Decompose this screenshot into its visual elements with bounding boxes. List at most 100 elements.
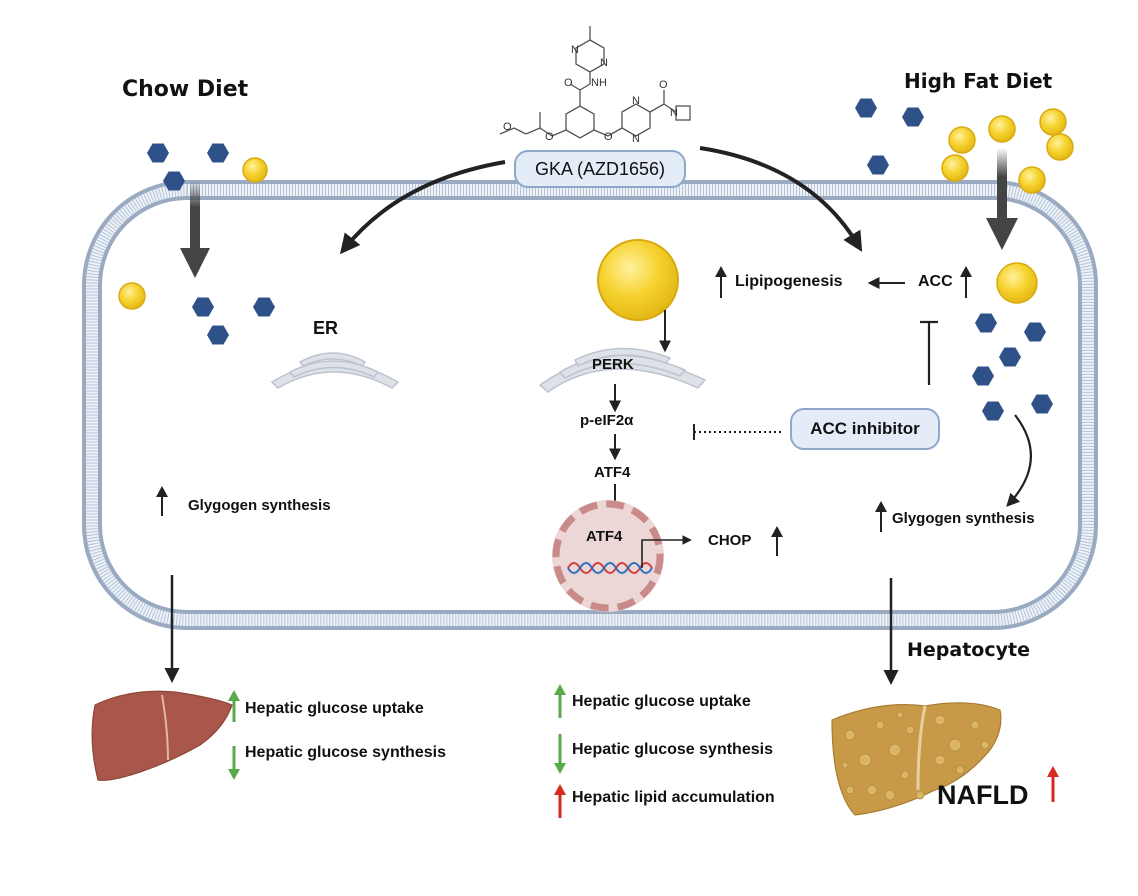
lipid-droplet-icon xyxy=(1018,166,1046,194)
hfd-synthesis-down-arrow-icon xyxy=(554,734,566,774)
glucose-hexagon-icon xyxy=(147,143,169,163)
svg-text:NH: NH xyxy=(591,77,607,89)
fat-vacuole-icon xyxy=(884,789,896,801)
healthy-liver-icon xyxy=(91,690,233,781)
fat-vacuole-icon xyxy=(858,753,872,767)
hfd-outcome-lipid: Hepatic lipid accumulation xyxy=(572,789,775,806)
dna-icon xyxy=(567,562,653,574)
svg-text:O: O xyxy=(545,131,554,143)
svg-text:N: N xyxy=(632,133,640,145)
fat-vacuole-icon xyxy=(888,743,902,757)
lipid-droplet-icon xyxy=(941,154,969,182)
glucose-hexagon-icon xyxy=(1031,394,1053,414)
chop-up-arrow-icon xyxy=(771,526,783,556)
chow-synthesis-down-arrow-icon xyxy=(228,746,240,780)
hfd-outcome-synthesis: Hepatic glucose synthesis xyxy=(572,741,773,758)
glucose-hexagon-icon xyxy=(855,98,877,118)
glucose-hexagon-icon xyxy=(867,155,889,175)
hfd-lipid-up-arrow-icon xyxy=(554,784,566,818)
lipogenesis-label: Lipipogenesis xyxy=(735,273,843,290)
er-label: ER xyxy=(313,318,339,338)
svg-text:O: O xyxy=(659,79,668,91)
fat-vacuole-icon xyxy=(934,754,946,766)
glucose-hexagon-icon xyxy=(972,366,994,386)
gka-to-er-arrow xyxy=(339,160,506,255)
atf4-cytosol-label: ATF4 xyxy=(594,464,631,481)
lipid-droplet-icon xyxy=(996,262,1038,304)
acc-inhibitor-text: ACC inhibitor xyxy=(810,419,920,438)
left-glycogen-up-arrow-icon xyxy=(156,486,168,516)
glucose-hexagon-icon xyxy=(999,347,1021,367)
perk-label: PERK xyxy=(592,356,634,373)
chow-synthesis-down-arrow-icon-head xyxy=(228,769,240,780)
fat-vacuole-icon xyxy=(934,714,946,726)
hfd-lipid-up-arrow-icon-head xyxy=(554,784,566,795)
nafld-up-arrow-icon-head xyxy=(1047,766,1059,777)
svg-text:O: O xyxy=(564,77,573,89)
fat-vacuole-icon xyxy=(896,711,904,719)
svg-text:N: N xyxy=(600,57,608,69)
lipid-droplet-icon xyxy=(118,282,146,310)
chow-outcome-uptake: Hepatic glucose uptake xyxy=(245,700,424,717)
lipid-droplet-icon xyxy=(988,115,1016,143)
chop-label: CHOP xyxy=(708,532,752,549)
acc-inhibitor-label[interactable]: ACC inhibitor xyxy=(790,408,940,450)
lipogenesis-up-arrow-icon xyxy=(715,266,727,298)
glucose-hexagon-icon xyxy=(163,171,185,191)
high-fat-diet-title: High Fat Diet xyxy=(904,69,1053,93)
lipid-droplet-icon xyxy=(1039,108,1067,136)
fat-vacuole-icon xyxy=(970,720,980,730)
fat-vacuole-icon xyxy=(905,725,915,735)
nucleus-icon xyxy=(552,500,664,612)
glucose-molecules xyxy=(147,98,1053,421)
nafld-up-arrow-icon xyxy=(1047,766,1059,802)
chow-uptake-up-arrow-icon xyxy=(228,690,240,722)
gka-structure-atoms: N N O NH O O N N O N O xyxy=(503,44,678,145)
glucose-hexagon-icon xyxy=(1024,322,1046,342)
inhibitor-to-acc-tbar xyxy=(920,320,938,385)
fat-vacuole-icon xyxy=(844,729,856,741)
svg-text:O: O xyxy=(604,131,613,143)
hfd-uptake-arrow xyxy=(986,148,1018,250)
fat-vacuole-icon xyxy=(875,720,885,730)
gka-chemical-structure xyxy=(499,26,691,139)
fat-vacuole-icon xyxy=(866,784,878,796)
fat-vacuole-icon xyxy=(980,740,990,750)
hfd-synthesis-down-arrow-icon-head xyxy=(554,763,566,774)
svg-text:N: N xyxy=(670,107,678,119)
fat-vacuole-icon xyxy=(955,765,965,775)
chow-uptake-up-arrow-icon-head xyxy=(228,690,240,701)
chow-outcome-synthesis: Hepatic glucose synthesis xyxy=(245,744,446,761)
glucose-hexagon-icon xyxy=(902,107,924,127)
atf4-nucleus-label: ATF4 xyxy=(586,528,623,545)
er-left-icon xyxy=(270,352,400,389)
chow-uptake-arrow xyxy=(180,180,210,278)
glucose-hexagon-icon xyxy=(982,401,1004,421)
atf4-to-chop-arrow xyxy=(641,535,692,568)
fat-vacuole-icon xyxy=(915,790,925,800)
fat-vacuoles xyxy=(841,711,990,801)
right-glycogen-up-arrow-icon-head xyxy=(875,501,887,512)
gka-drug-label[interactable]: GKA (AZD1656) xyxy=(514,150,686,188)
glucose-to-glycogen-arrow xyxy=(1006,414,1033,507)
hepatocyte-label: Hepatocyte xyxy=(907,639,1030,661)
acc-label: ACC xyxy=(918,273,953,290)
glucose-hexagon-icon xyxy=(207,143,229,163)
large-lipid-droplet-icon xyxy=(597,239,679,321)
lipid-droplet-icon xyxy=(1046,133,1074,161)
chop-up-arrow-icon-head xyxy=(771,526,783,537)
hfd-uptake-up-arrow-icon-head xyxy=(554,684,566,695)
glucose-hexagon-icon xyxy=(207,325,229,345)
lipid-droplet-icon xyxy=(242,157,268,183)
fat-vacuole-icon xyxy=(948,738,962,752)
gka-drug-text: GKA (AZD1656) xyxy=(534,158,666,179)
right-glycogen-up-arrow-icon xyxy=(875,501,887,532)
lipogenesis-up-arrow-icon-head xyxy=(715,266,727,277)
left-glycogen-label: Glygogen synthesis xyxy=(188,497,331,514)
svg-text:N: N xyxy=(571,44,579,56)
chow-diet-title: Chow Diet xyxy=(122,77,249,102)
glucose-hexagon-icon xyxy=(192,297,214,317)
glucose-hexagon-icon xyxy=(253,297,275,317)
fat-vacuole-icon xyxy=(900,770,910,780)
